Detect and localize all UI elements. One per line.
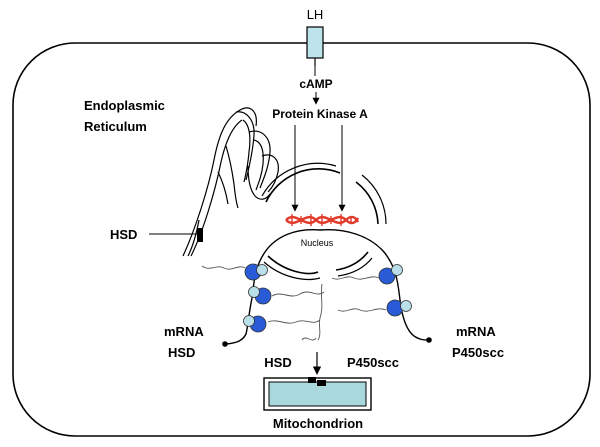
ribosomes-left <box>243 263 272 333</box>
mrna-hsd-tail <box>222 341 228 347</box>
lh-receptor <box>306 26 324 66</box>
hsd-mito-marker <box>308 377 316 383</box>
p450-mito-marker <box>317 380 326 386</box>
cell-membrane <box>12 42 591 437</box>
hsd-er-marker <box>197 228 203 242</box>
nascent-peptides <box>201 265 387 341</box>
hsd-er-label: HSD <box>110 227 137 242</box>
mrna-p450-label-line2: P450scc <box>452 345 504 360</box>
nuclear-envelope <box>261 162 387 281</box>
mrna-p450-label-line1: mRNA <box>456 324 496 339</box>
er-label-line1: Endoplasmic <box>84 98 165 113</box>
dna-helix <box>285 214 360 226</box>
nucleus-label: Nucleus <box>301 238 334 248</box>
p450-mito-label: P450scc <box>347 355 399 370</box>
mrna-p450-tail <box>426 337 432 343</box>
mitochondrion <box>263 377 372 411</box>
er-label-line2: Reticulum <box>84 119 147 134</box>
lh-label: LH <box>307 7 324 22</box>
mrna-strands <box>225 229 429 345</box>
mrna-hsd-label-line1: mRNA <box>164 324 204 339</box>
ribosomes-right <box>378 264 412 317</box>
mitochondrion-label: Mitochondrion <box>273 416 363 431</box>
hsd-mito-label: HSD <box>264 355 291 370</box>
camp-label: cAMP <box>299 77 332 91</box>
mrna-hsd-label-line2: HSD <box>168 345 195 360</box>
pka-label: Protein Kinase A <box>272 107 368 121</box>
